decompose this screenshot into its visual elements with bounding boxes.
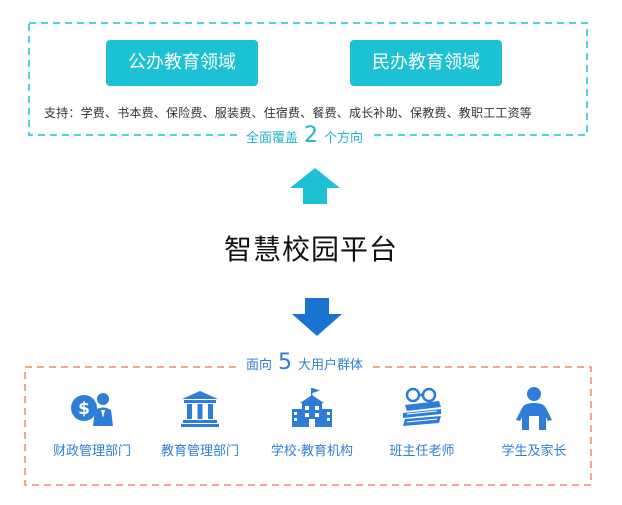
- user-groups-prefix: 面向: [246, 358, 273, 373]
- coverage-caption: 全面覆盖 2 个方向: [240, 123, 370, 151]
- coverage-suffix: 个方向: [324, 131, 364, 146]
- group-label: 财政管理部门: [52, 444, 131, 459]
- platform-title: 智慧校园平台: [223, 233, 398, 266]
- public-education-domain-button[interactable]: 公办教育领域: [106, 40, 258, 86]
- user-groups-number: 5: [278, 350, 293, 375]
- group-label: 班主任老师: [389, 444, 455, 459]
- coverage-number: 2: [304, 123, 319, 148]
- books-glasses-icon: [372, 386, 472, 430]
- coverage-prefix: 全面覆盖: [246, 131, 299, 146]
- up-arrow-icon: [290, 168, 340, 204]
- group-school-institution[interactable]: 学校·教育机构: [262, 386, 362, 459]
- svg-text:$: $: [78, 399, 90, 419]
- private-education-domain-button[interactable]: 民办教育领域: [350, 40, 502, 86]
- group-finance-department[interactable]: $ 财政管理部门: [42, 386, 142, 459]
- school-building-icon: [262, 386, 362, 430]
- support-items-text: 支持：学费、书本费、保险费、服装费、住宿费、餐费、成长补助、保教费、教职工工资等: [44, 106, 533, 120]
- group-head-teacher[interactable]: 班主任老师: [372, 386, 472, 459]
- group-label: 教育管理部门: [160, 444, 239, 459]
- group-label: 学生及家长: [501, 444, 567, 459]
- government-building-icon: [150, 386, 250, 430]
- user-groups-suffix: 大用户群体: [298, 358, 364, 373]
- down-arrow-icon: [292, 298, 342, 336]
- finance-person-icon: $: [42, 386, 142, 430]
- user-groups-caption: 面向 5 大用户群体: [240, 350, 370, 378]
- group-education-administration[interactable]: 教育管理部门: [150, 386, 250, 459]
- group-students-parents[interactable]: 学生及家长: [484, 386, 584, 459]
- group-label: 学校·教育机构: [270, 444, 354, 459]
- student-person-icon: [484, 386, 584, 430]
